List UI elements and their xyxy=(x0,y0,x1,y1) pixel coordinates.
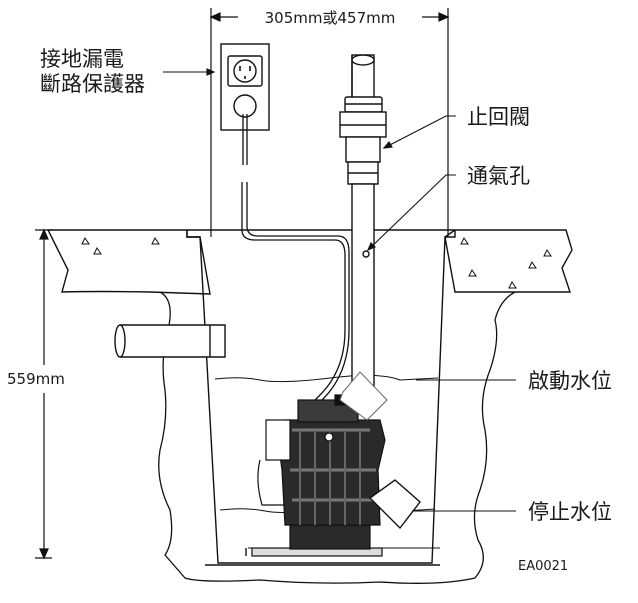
gfci-outlet xyxy=(220,43,270,131)
vent-hole-label: 通氣孔 xyxy=(467,164,530,188)
depth-dimension-label: 559mm xyxy=(7,370,65,388)
discharge-pipe xyxy=(339,54,387,403)
stop-level-label: 停止水位 xyxy=(528,500,612,524)
floor-slab-left xyxy=(46,229,211,295)
soil-outline xyxy=(158,291,516,584)
inlet-pipe xyxy=(114,324,226,358)
leader-lines xyxy=(163,68,516,512)
gfci-label-line1: 接地漏電 xyxy=(40,47,124,71)
sump-pump xyxy=(251,371,421,557)
check-valve-label: 止回閥 xyxy=(467,105,530,129)
floor-slab xyxy=(46,229,573,295)
vent-hole xyxy=(362,250,370,258)
float-switch-start xyxy=(339,371,388,421)
start-level-label: 啟動水位 xyxy=(528,369,612,393)
float-switch-stop xyxy=(368,479,421,530)
gfci-label-line2: 斷路保護器 xyxy=(40,72,145,96)
floor-slab-right xyxy=(444,229,573,293)
figure-code-label: EA0021 xyxy=(518,559,568,574)
power-cord xyxy=(241,114,350,423)
width-dimension-label: 305mm或457mm xyxy=(265,9,396,27)
start-water-line xyxy=(214,374,439,383)
width-dimension xyxy=(209,8,450,237)
sump-basin xyxy=(186,230,456,566)
depth-dimension xyxy=(35,228,52,560)
